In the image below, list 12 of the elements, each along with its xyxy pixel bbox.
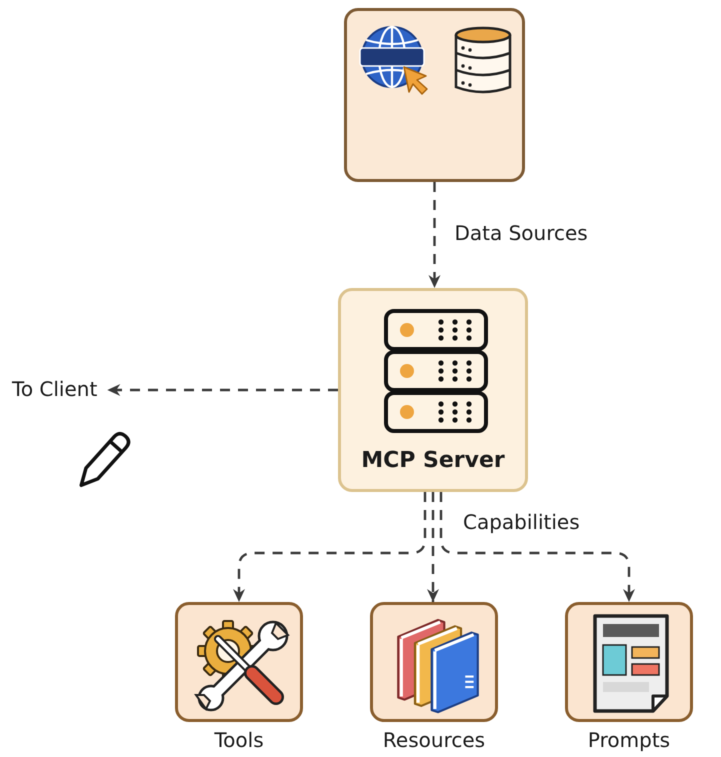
dashed-arrow [233, 492, 426, 602]
node-title: MCP Server [361, 448, 505, 474]
dashed-arrow [440, 492, 635, 602]
data-source-card [344, 8, 525, 182]
node-title: Tools [214, 728, 264, 752]
server-card [338, 288, 528, 492]
dashed-arrow [107, 384, 338, 396]
node-title: Prompts [588, 728, 670, 752]
node-title: Resources [382, 728, 486, 752]
destination-label: To Client [12, 376, 98, 402]
dashed-arrow [427, 492, 439, 602]
dashed-arrow [428, 182, 440, 288]
